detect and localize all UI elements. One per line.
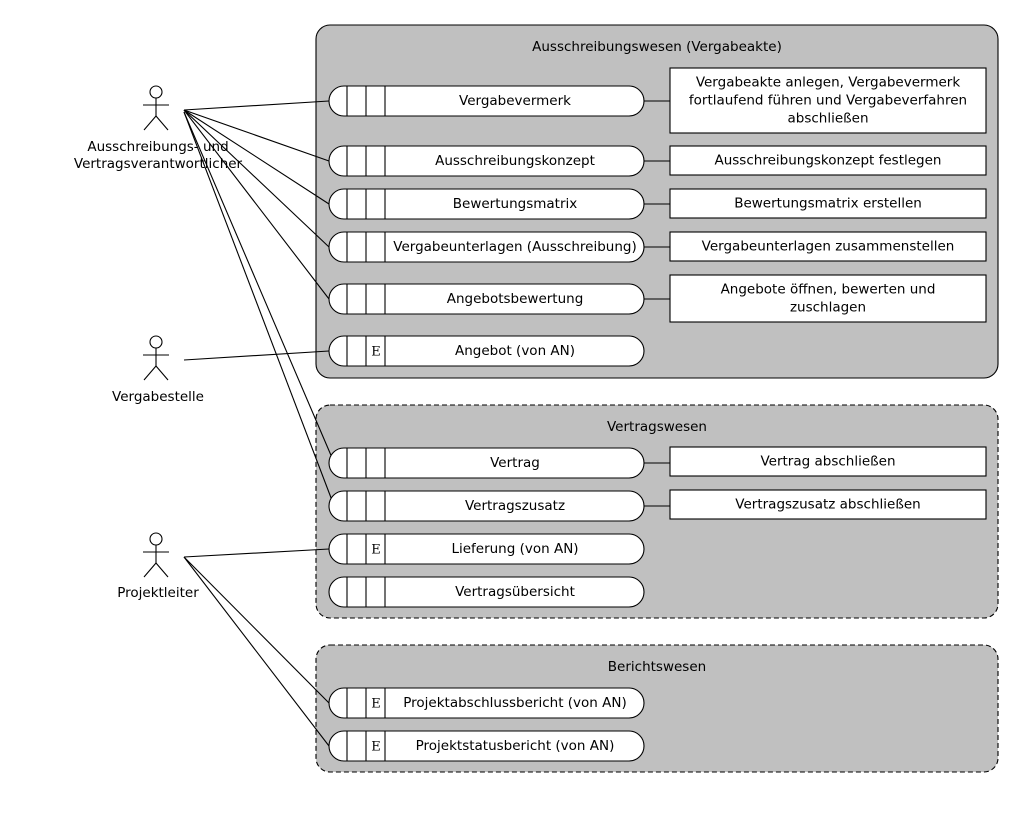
items-layer: Vergabevermerk Vergabeakte anlegen, Verga… xyxy=(328,67,987,762)
artifact-item: E Projektstatusbericht (von AN) xyxy=(328,730,645,762)
association-line xyxy=(183,111,334,504)
artifact-label: Bewertungsmatrix xyxy=(453,196,577,212)
artifact-item: E Lieferung (von AN) xyxy=(328,533,645,565)
package-title: Ausschreibungswesen (Vergabeakte) xyxy=(532,39,782,55)
artifact-label: Angebotsbewertung xyxy=(447,291,584,307)
artifact-label: Vergabeunterlagen (Ausschreibung) xyxy=(393,239,636,255)
actor-name: Vertragsverantwortlicher xyxy=(74,156,243,172)
artifact-pill xyxy=(328,447,645,479)
action-box xyxy=(669,489,987,520)
association-line xyxy=(183,109,330,248)
extern-marker: E xyxy=(371,740,381,755)
action-text: abschließen xyxy=(787,111,868,127)
association-line xyxy=(183,109,330,205)
actor: Projektleiter xyxy=(117,532,199,601)
artifact-pill xyxy=(328,576,645,608)
artifact-label: Vertrag xyxy=(490,455,540,471)
artifact-item: E Projektabschlussbericht (von AN) xyxy=(328,687,645,719)
action-text: Vergabeakte anlegen, Vergabevermerk xyxy=(696,75,961,91)
artifact-pill xyxy=(328,730,645,762)
artifact-item: E Angebot (von AN) xyxy=(328,335,645,367)
artifact-label: Lieferung (von AN) xyxy=(451,541,578,557)
artifact-item: Angebotsbewertung Angebote öffnen, bewert… xyxy=(328,274,987,323)
artifact-pill xyxy=(328,533,645,565)
actor-name: Ausschreibungs- und xyxy=(87,139,228,155)
artifact-item: Ausschreibungskonzept Ausschreibungskonze… xyxy=(328,145,987,177)
extern-marker: E xyxy=(371,697,381,712)
artifact-label: Ausschreibungskonzept xyxy=(435,153,595,169)
actor: Vergabestelle xyxy=(112,335,204,405)
action-text: fortlaufend führen und Vergabeverfahren xyxy=(689,93,967,109)
action-box xyxy=(669,67,987,134)
actors-layer: Ausschreibungs- undVertragsverantwortlic… xyxy=(74,85,243,601)
action-text: Ausschreibungskonzept festlegen xyxy=(714,153,941,169)
package-title: Berichtswesen xyxy=(608,659,706,675)
artifact-item: Bewertungsmatrix Bewertungsmatrix erstell… xyxy=(328,188,987,220)
action-text: Bewertungsmatrix erstellen xyxy=(734,196,922,212)
artifact-label: Projektstatusbericht (von AN) xyxy=(416,738,615,754)
artifact-item: Vertragszusatz Vertragszusatz abschließen xyxy=(328,489,987,522)
artifact-pill xyxy=(328,335,645,367)
association-line xyxy=(183,100,330,111)
packages-layer: Ausschreibungswesen (Vergabeakte) Vertrag… xyxy=(315,24,999,773)
actor-name: Vergabestelle xyxy=(112,389,204,405)
stick-figure-icon xyxy=(143,85,169,131)
extern-marker: E xyxy=(371,345,381,360)
association-line xyxy=(183,111,334,461)
action-box xyxy=(669,145,987,176)
action-text: Vertragszusatz abschließen xyxy=(735,497,920,513)
artifact-label: Angebot (von AN) xyxy=(455,343,575,359)
action-box xyxy=(669,188,987,219)
artifact-item: Vergabevermerk Vergabeakte anlegen, Verga… xyxy=(328,67,987,134)
association-line xyxy=(183,109,330,162)
action-text: Angebote öffnen, bewerten und xyxy=(721,282,936,298)
association-line xyxy=(183,556,330,704)
action-text: zuschlagen xyxy=(790,300,866,316)
actor: Ausschreibungs- undVertragsverantwortlic… xyxy=(74,85,243,172)
artifact-label: Vergabevermerk xyxy=(459,93,571,109)
action-box xyxy=(669,231,987,262)
package-title: Vertragswesen xyxy=(607,419,707,435)
association-line xyxy=(183,109,330,300)
extern-marker: E xyxy=(371,543,381,558)
artifact-item: Vertragsübersicht xyxy=(328,576,645,608)
stick-figure-icon xyxy=(143,532,169,578)
connectors-layer xyxy=(183,100,334,747)
action-text: Vertrag abschließen xyxy=(760,454,895,470)
artifact-pill xyxy=(328,687,645,719)
association-line xyxy=(183,556,330,747)
stick-figure-icon xyxy=(143,335,169,381)
artifact-label: Vertragszusatz xyxy=(465,498,565,514)
action-box xyxy=(669,274,987,323)
action-text: Vergabeunterlagen zusammenstellen xyxy=(702,239,955,255)
action-box xyxy=(669,446,987,477)
artifact-label: Vertragsübersicht xyxy=(455,584,575,600)
association-line xyxy=(183,548,330,558)
artifact-label: Projektabschlussbericht (von AN) xyxy=(403,695,627,711)
actor-name: Projektleiter xyxy=(117,585,199,601)
artifact-item: Vergabeunterlagen (Ausschreibung) Vergabe… xyxy=(328,231,987,263)
artifact-item: Vertrag Vertrag abschließen xyxy=(328,446,987,479)
association-line xyxy=(183,350,330,361)
